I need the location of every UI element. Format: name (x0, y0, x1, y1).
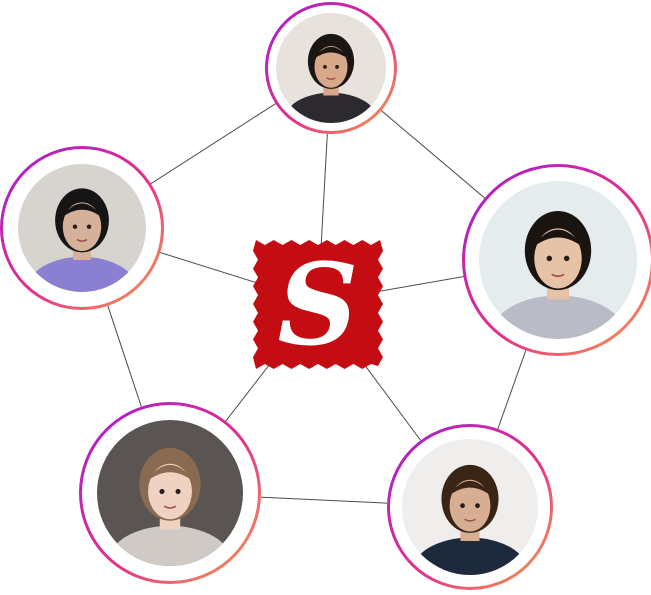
avatar-photo (402, 439, 538, 575)
gradient-ring (462, 164, 651, 356)
center-logo: S (253, 240, 383, 371)
person-face-closeup-avatar (265, 2, 397, 134)
avatar-photo (276, 13, 386, 123)
gradient-ring (387, 424, 553, 590)
avatar-photo (18, 164, 146, 292)
person-curly-hair-avatar (387, 424, 553, 590)
person-long-hair-avatar (79, 402, 261, 584)
gradient-ring (0, 146, 164, 310)
gradient-ring (79, 402, 261, 584)
logo-square (253, 240, 383, 369)
gradient-ring (265, 2, 397, 134)
avatar-photo (97, 420, 243, 566)
person-smiling-hand-avatar (462, 164, 651, 356)
avatar-photo (479, 181, 637, 339)
person-posing-floor-avatar (0, 146, 164, 310)
logo-letter: S (278, 240, 359, 371)
